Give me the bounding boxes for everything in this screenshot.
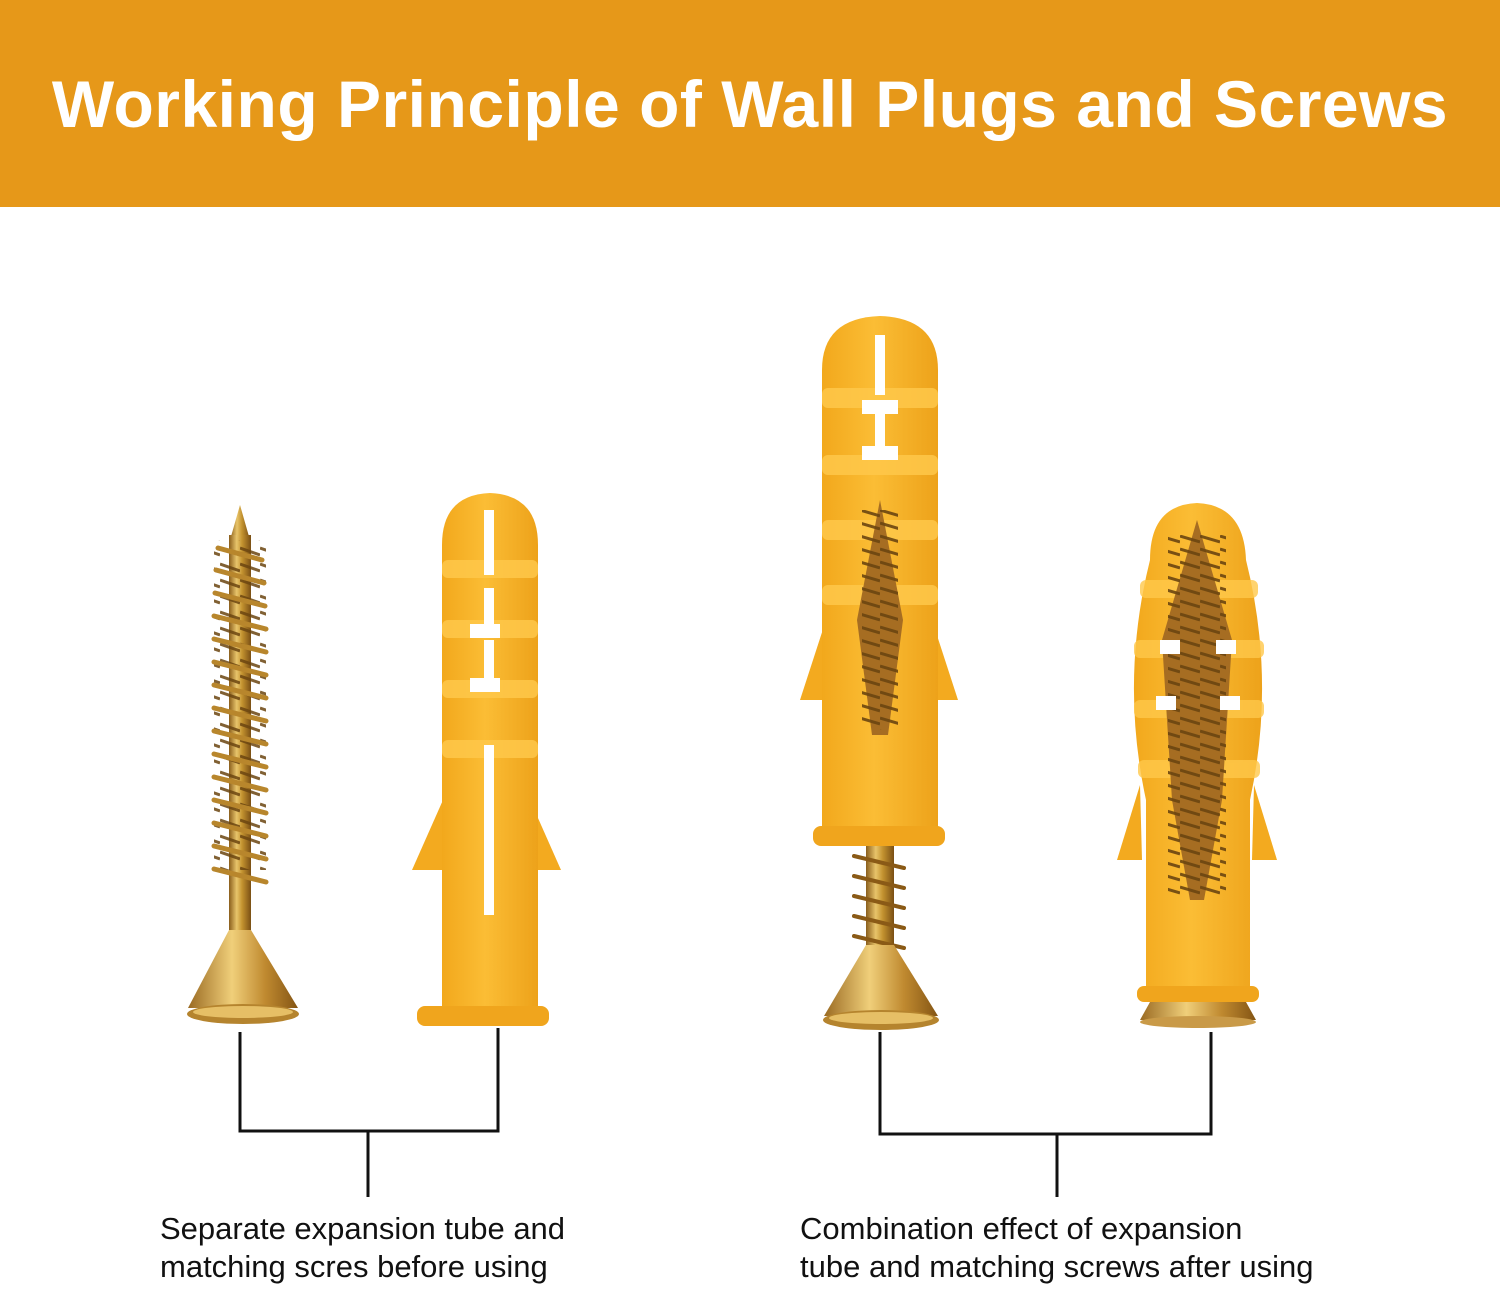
right-bracket bbox=[878, 1032, 1213, 1197]
caption-before-using: Separate expansion tube and matching scr… bbox=[160, 1210, 565, 1286]
caption-left-line1: Separate expansion tube and bbox=[160, 1211, 566, 1246]
caption-right-line2: tube and matching screws after using bbox=[800, 1249, 1314, 1284]
title-banner: Working Principle of Wall Plugs and Scre… bbox=[0, 0, 1500, 207]
caption-after-using: Combination effect of expansion tube and… bbox=[800, 1210, 1314, 1286]
illustration bbox=[187, 316, 1277, 1197]
caption-left-line2: matching scres before using bbox=[160, 1249, 548, 1284]
expanded-plug-icon bbox=[1117, 503, 1277, 1028]
caption-right-line1: Combination effect of expansion bbox=[800, 1211, 1243, 1246]
wall-plug-icon bbox=[412, 493, 561, 1026]
plug-with-screw-icon bbox=[800, 316, 958, 1030]
page-title: Working Principle of Wall Plugs and Scre… bbox=[51, 66, 1449, 141]
left-bracket bbox=[238, 1028, 500, 1197]
screw-icon bbox=[187, 505, 299, 1024]
